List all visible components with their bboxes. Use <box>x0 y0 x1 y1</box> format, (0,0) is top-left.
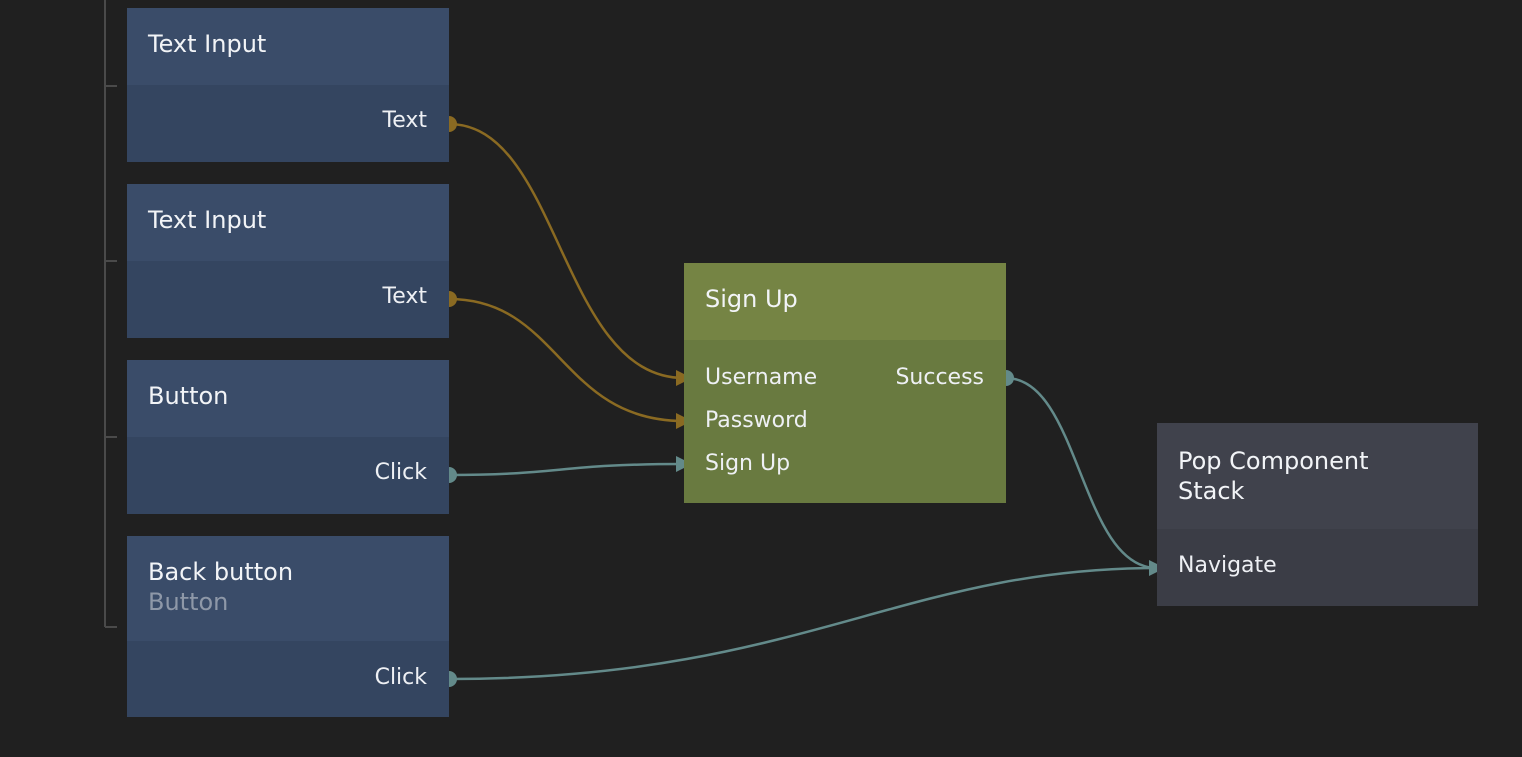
signup-input-port[interactable]: Sign Up <box>705 451 791 476</box>
node-header: Sign Up <box>684 263 1006 340</box>
text-output-port[interactable]: Text <box>382 284 428 309</box>
node-body: Text <box>127 261 449 338</box>
wire-text1-to-username[interactable] <box>448 122 685 380</box>
node-header: Text Input <box>127 8 449 85</box>
click-output-port[interactable]: Click <box>374 460 427 485</box>
navigate-input-port[interactable]: Navigate <box>1178 553 1277 578</box>
node-header: Back button Button <box>127 536 449 641</box>
username-input-port[interactable]: Username <box>705 365 818 390</box>
node-title: Sign Up <box>705 285 798 313</box>
button-node[interactable]: Button Click <box>127 360 449 514</box>
hierarchy-bracket <box>104 0 117 628</box>
pop-component-stack-node[interactable]: Pop Component Stack Navigate <box>1157 423 1478 606</box>
text-output-port[interactable]: Text <box>382 108 428 133</box>
node-body: Text <box>127 85 449 162</box>
node-title: Text Input <box>148 206 267 234</box>
node-title: Pop Component Stack <box>1178 447 1369 505</box>
wire-backclick-to-navigate[interactable] <box>448 566 1158 681</box>
click-output-port[interactable]: Click <box>374 665 427 690</box>
node-header: Button <box>127 360 449 437</box>
node-header: Text Input <box>127 184 449 261</box>
wire-click-to-signup[interactable] <box>448 462 685 477</box>
back-button-node[interactable]: Back button Button Click <box>127 536 449 717</box>
node-title: Back button <box>148 558 294 586</box>
node-header: Pop Component Stack <box>1157 423 1478 529</box>
node-title: Button <box>148 382 229 410</box>
node-body: Click <box>127 437 449 514</box>
success-output-port[interactable]: Success <box>895 365 984 390</box>
text-input-node-1[interactable]: Text Input Text <box>127 8 449 162</box>
wire-text2-to-password[interactable] <box>448 297 685 423</box>
node-title: Text Input <box>148 30 267 58</box>
sign-up-node[interactable]: Sign Up Username Password Sign Up Succes… <box>684 263 1006 503</box>
node-subtitle: Button <box>148 588 229 616</box>
text-input-node-2[interactable]: Text Input Text <box>127 184 449 338</box>
wire-success-to-navigate[interactable] <box>1005 376 1158 570</box>
node-body: Click <box>127 641 449 717</box>
password-input-port[interactable]: Password <box>705 408 808 433</box>
